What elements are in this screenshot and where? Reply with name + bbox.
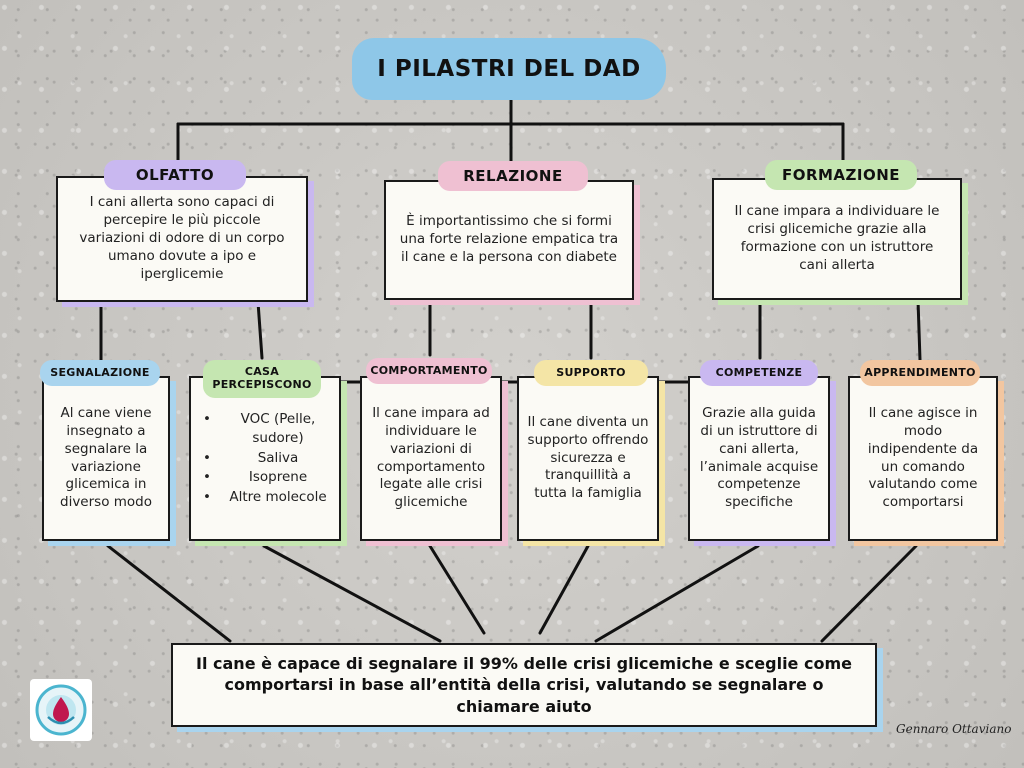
sub-apprendimento-label: APPRENDIMENTO [860, 360, 980, 386]
connector-supporto-conclusion [538, 544, 590, 635]
page-title: I PILASTRI DEL DAD [352, 38, 666, 100]
pillar-olfatto-card: I cani allerta sono capaci di percepire … [56, 176, 308, 302]
pillar-formazione-card: Il cane impara a individuare le crisi gl… [712, 178, 962, 300]
conclusion-box: Il cane è capace di segnalare il 99% del… [171, 643, 877, 727]
sub-segnalazione-text: Al cane viene insegnato a segnalare la v… [60, 404, 152, 511]
sub-casa-card: VOC (Pelle, sudore) Saliva Isoprene Altr… [189, 376, 341, 541]
sub-competenze-label: COMPETENZE [700, 360, 818, 386]
pillar-formazione-text: Il cane impara a individuare le crisi gl… [734, 203, 940, 273]
sub-apprendimento-text: Il cane agisce in modo indipendente da u… [867, 404, 979, 511]
connector-comportamento-conclusion [428, 544, 486, 635]
sub-segnalazione-label: SEGNALAZIONE [40, 360, 160, 386]
connector-competenze-conclusion [594, 544, 760, 643]
sub-comportamento-text: Il cane impara ad individuare le variazi… [372, 404, 490, 511]
list-item: Saliva [203, 449, 331, 469]
connector-casa-conclusion [262, 544, 442, 643]
connector-segnalazione-conclusion [106, 544, 232, 643]
sub-segnalazione-card: Al cane viene insegnato a segnalare la v… [42, 376, 170, 541]
pillar-relazione-label: RELAZIONE [438, 161, 588, 191]
association-logo-icon [30, 679, 92, 741]
connector-apprendimento-conclusion [820, 544, 918, 643]
sub-casa-label: CASA PERCEPISCONO [203, 360, 321, 398]
pillar-formazione-label: FORMAZIONE [765, 160, 917, 190]
sub-comportamento-label: COMPORTAMENTO [366, 358, 492, 384]
list-item: Isoprene [203, 468, 331, 488]
list-item: Altre molecole [203, 488, 331, 508]
pillar-olfatto-label: OLFATTO [104, 160, 246, 190]
pillar-relazione-text: È importantissimo che si formi una forte… [399, 213, 619, 265]
list-item: VOC (Pelle, sudore) [203, 410, 331, 449]
sub-competenze-text: Grazie alla guida di un istruttore di ca… [699, 404, 819, 511]
sub-competenze-card: Grazie alla guida di un istruttore di ca… [688, 376, 830, 541]
sub-supporto-label: SUPPORTO [534, 360, 648, 386]
sub-supporto-card: Il cane diventa un supporto offrendo sic… [517, 376, 659, 541]
sub-supporto-text: Il cane diventa un supporto offrendo sic… [527, 413, 649, 502]
author-signature: Gennaro Ottaviano [896, 722, 1012, 736]
connector-formazione-apprendimento [916, 298, 922, 362]
logo-graphic [35, 684, 87, 736]
pillar-olfatto-text: I cani allerta sono capaci di percepire … [79, 194, 285, 282]
sub-apprendimento-card: Il cane agisce in modo indipendente da u… [848, 376, 998, 541]
sub-casa-list: VOC (Pelle, sudore) Saliva Isoprene Altr… [199, 410, 331, 508]
sub-comportamento-card: Il cane impara ad individuare le variazi… [360, 376, 502, 541]
connector-olfatto-casa [256, 300, 264, 360]
pillar-relazione-card: È importantissimo che si formi una forte… [384, 180, 634, 300]
